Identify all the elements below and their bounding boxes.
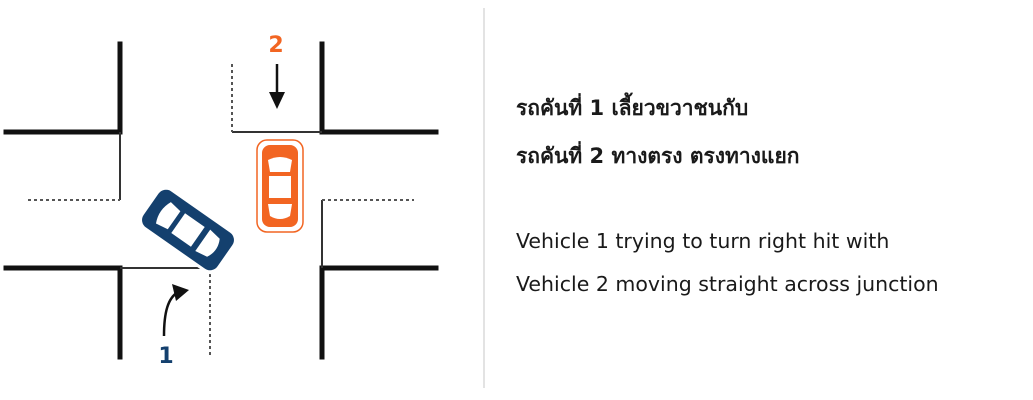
caption-english-line-2: Vehicle 2 moving straight across junctio…: [516, 272, 939, 296]
lane-lines: [119, 131, 323, 269]
vehicle1-number: 1: [158, 344, 173, 369]
vehicle2-direction-arrow-icon: [269, 64, 285, 109]
vehicle2-car-icon: [256, 139, 304, 233]
caption-english-line-1: Vehicle 1 trying to turn right hit with: [516, 229, 890, 253]
curb-top-right: [319, 41, 439, 135]
vehicle1-turn-arrow-icon: [162, 284, 189, 337]
divider: [483, 8, 485, 388]
curb-top-left: [3, 41, 123, 135]
vehicle2-number: 2: [268, 33, 283, 58]
dashed-lines: [28, 64, 414, 357]
caption-thai-line-2: รถคันที่ 2 ทางตรง ตรงทางแยก: [516, 144, 800, 168]
caption-thai-line-1: รถคันที่ 1 เลี้ยวขวาชนกับ: [516, 96, 749, 120]
curb-bottom-right: [319, 265, 439, 360]
vehicle1-car-icon: [138, 185, 238, 275]
curb-bottom-left: [3, 265, 123, 360]
junction-diagram: 2 1: [3, 33, 439, 369]
